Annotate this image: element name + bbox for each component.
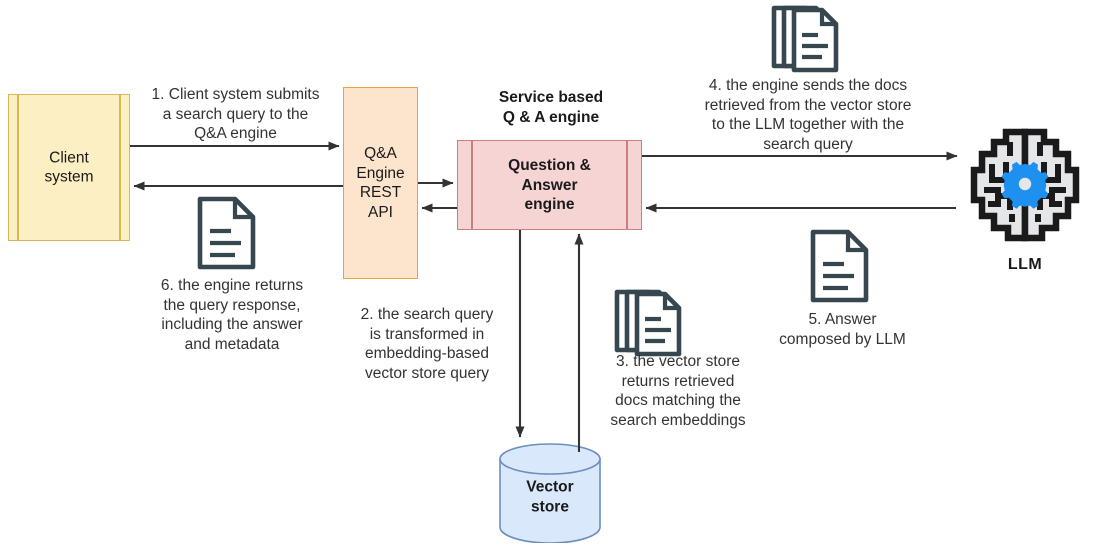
step-label-5: 5. Answer composed by LLM xyxy=(779,311,906,348)
gear-icon xyxy=(1001,161,1049,209)
component-bar-left xyxy=(471,141,473,229)
node-llm-label: LLM xyxy=(1007,256,1043,273)
step-label-3: 3. the vector store returns retrieved do… xyxy=(610,353,746,429)
node-qa-engine[interactable]: Question & Answer engine xyxy=(457,140,642,230)
component-bar-left xyxy=(17,95,19,240)
document-icon xyxy=(195,195,261,271)
component-bar-right xyxy=(119,95,121,240)
document-stack-icon xyxy=(770,4,848,76)
node-vector-store[interactable]: Vector store xyxy=(498,443,602,544)
document-stack-icon xyxy=(613,288,691,360)
node-client-system[interactable]: Client system xyxy=(8,94,130,241)
step-label-2: 2. the search query is transformed in em… xyxy=(360,306,494,382)
step-label-6: 6. the engine returns the query response… xyxy=(160,277,304,353)
step-label-4: 4. the engine sends the docs retrieved f… xyxy=(704,77,912,153)
component-bar-right xyxy=(626,141,628,229)
engine-group-title: Service based Q & A engine xyxy=(498,89,604,126)
document-icon xyxy=(808,228,874,304)
node-qa-engine-label: Question & Answer engine xyxy=(508,156,591,213)
node-rest-api-label: Q&A Engine REST API xyxy=(356,145,405,221)
step-label-1: 1. Client system submits a search query … xyxy=(151,86,320,142)
node-vector-store-label: Vector store xyxy=(526,478,574,516)
node-client-system-label: Client system xyxy=(44,149,94,186)
node-rest-api[interactable]: Q&A Engine REST API xyxy=(343,87,418,279)
cylinder-shape xyxy=(499,443,601,544)
brain-gear-icon xyxy=(966,118,1084,250)
